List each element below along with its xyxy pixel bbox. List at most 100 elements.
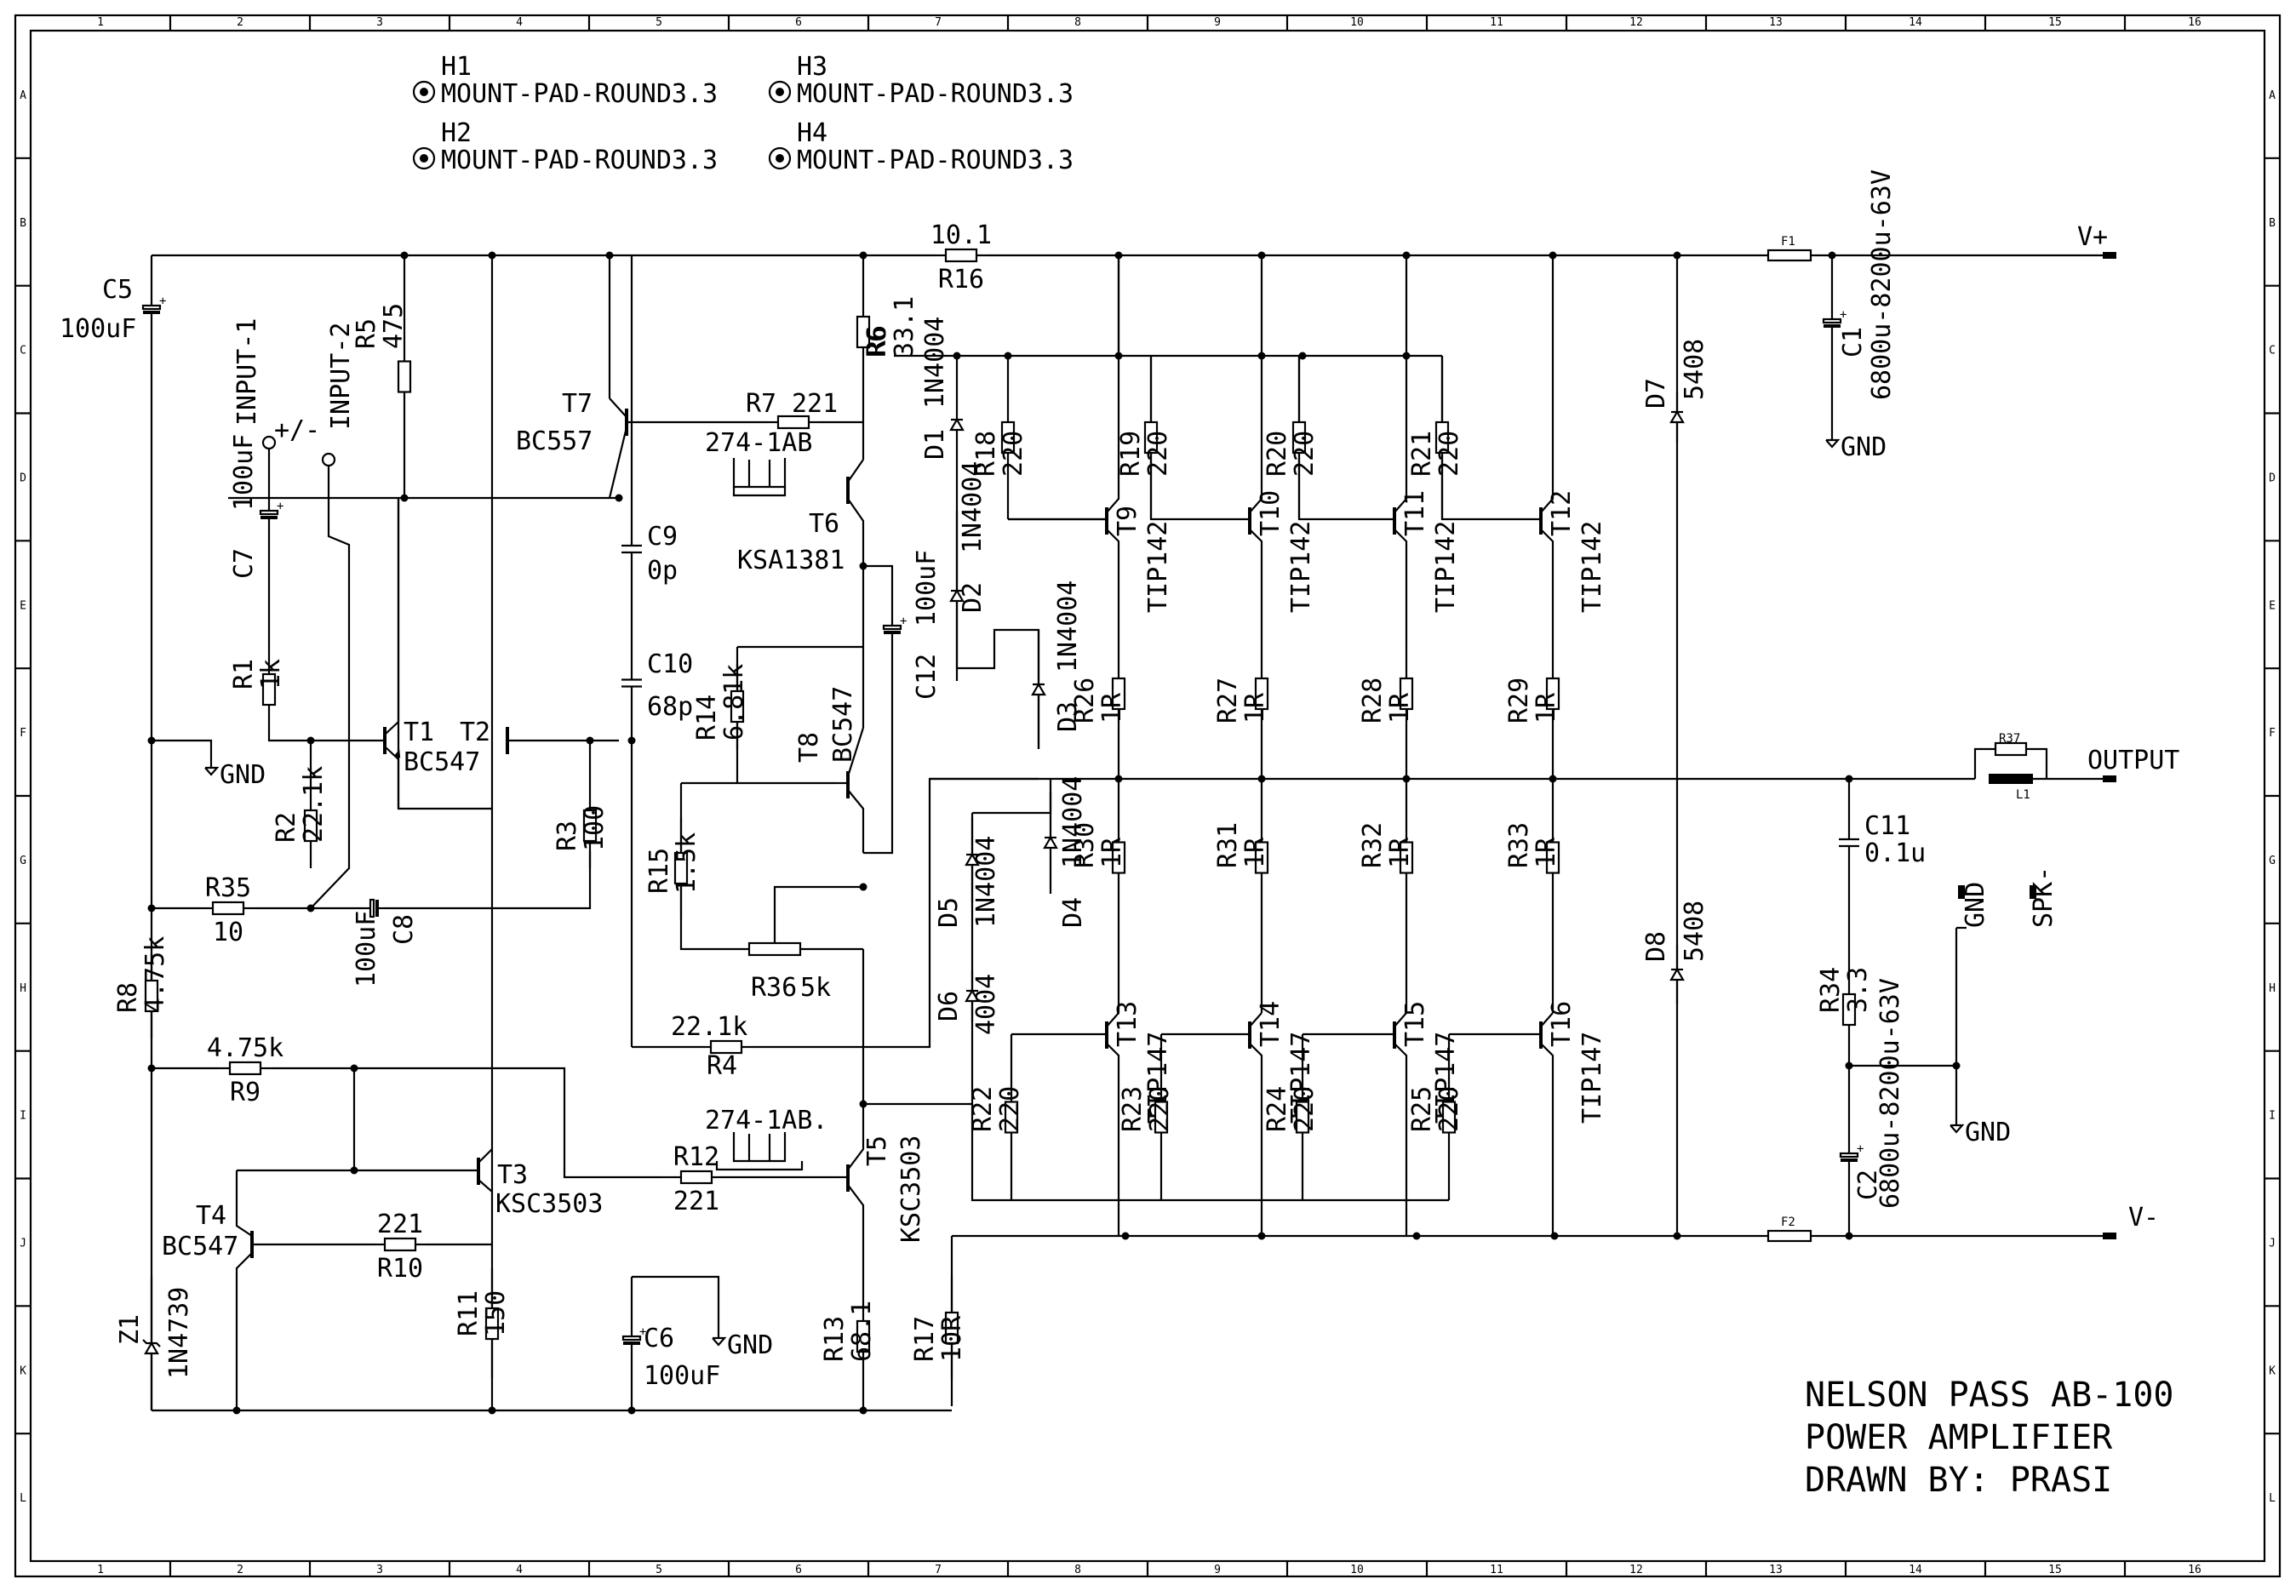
value-r5: 475	[379, 303, 409, 349]
heatsink-hs1: 274-1AB	[705, 428, 812, 497]
border-column-number: 7	[935, 1564, 942, 1576]
title-line-3: DRAWN BY: PRASI	[1805, 1461, 2112, 1500]
ref-d5: D5	[934, 897, 964, 928]
vminus-port: V-	[2103, 1203, 2159, 1239]
value-r20: 220	[1290, 431, 1320, 477]
border-column-number: 3	[376, 16, 383, 29]
ref-t4: T4	[196, 1201, 226, 1231]
resistor-r7	[768, 415, 819, 430]
value-d6: 4004	[971, 974, 1001, 1035]
border-row-letter: E	[2269, 599, 2276, 612]
diode-d2	[949, 511, 965, 681]
input-2-terminal: INPUT-2	[321, 323, 356, 467]
border-column-number: 13	[1769, 16, 1783, 29]
value-c10: 68p	[647, 692, 693, 722]
value-d5: 1N4004	[971, 836, 1001, 928]
value-r32: 1R	[1385, 837, 1415, 868]
value-t1: BC547	[404, 747, 480, 777]
border-row-letter: H	[2269, 982, 2276, 995]
ref-r34: R34	[1816, 967, 1846, 1013]
ref-r7: R7	[746, 389, 776, 419]
ref-r6: R6	[862, 325, 892, 356]
ref-t10: T10	[1256, 490, 1285, 536]
ref-d3: D3	[1053, 701, 1083, 732]
value-c9: 0p	[647, 556, 678, 586]
capacitor-c10	[621, 672, 642, 694]
value-r28: 1R	[1385, 692, 1415, 724]
ref-r20: R20	[1263, 431, 1292, 477]
border-column-number: 5	[656, 16, 662, 29]
ground-label: GND	[220, 760, 266, 790]
value-c1: 6800u-8200u-63V	[1867, 169, 1897, 400]
capacitor-c1: +	[1822, 306, 1847, 340]
value-d8: 5408	[1680, 901, 1709, 962]
border-row-letter: H	[20, 982, 26, 995]
value-c2: 6800u-8200u-63V	[1875, 978, 1905, 1209]
ref-r36: R36	[751, 973, 797, 1003]
value-r8: 4.75k	[140, 936, 170, 1013]
label-r10: R10	[377, 1254, 423, 1284]
vplus-port: V+	[2077, 222, 2116, 259]
plus-mark: +	[1857, 1142, 1864, 1156]
border-row-letter: F	[20, 727, 26, 740]
ref-r5: R5	[352, 318, 381, 349]
border-column-number: 16	[2188, 16, 2202, 29]
label-r9: R9	[230, 1078, 261, 1107]
border-row-letter: C	[2269, 345, 2276, 358]
ground-symbol: GND	[1950, 1115, 2011, 1147]
title-line-2: POWER AMPLIFIER	[1805, 1418, 2113, 1457]
mount-pad-ref: H2	[441, 118, 472, 148]
ref-r27: R27	[1213, 678, 1243, 724]
fuse-ref: F1	[1781, 235, 1795, 249]
mount-pad-ref: H3	[797, 52, 827, 82]
value-d7: 5408	[1680, 339, 1709, 400]
resistor-r37	[1992, 741, 2030, 757]
value-r6: 33.1	[890, 296, 919, 358]
border-column-number: 12	[1629, 1564, 1643, 1576]
ref-r13: R13	[820, 1316, 850, 1362]
ref-r3: R3	[553, 821, 582, 851]
ref-c12: C12	[912, 654, 942, 700]
ground-symbol: GND	[204, 758, 266, 790]
ref-r8: R8	[113, 982, 143, 1013]
border-row-letter: B	[20, 217, 26, 230]
value-c11: 0.1u	[1864, 838, 1926, 868]
label-r35: R35	[205, 873, 251, 903]
drawing-frame: 1122334455667788991010111112121313141415…	[14, 14, 2282, 1578]
value-t8: BC547	[828, 686, 858, 763]
ref-c10: C10	[647, 649, 693, 679]
ref-r28: R28	[1358, 678, 1388, 724]
border-column-number: 7	[935, 16, 942, 29]
border-column-number: 14	[1909, 16, 1922, 29]
ref-r2: R2	[272, 812, 301, 843]
mount-pad-ref: H1	[441, 52, 472, 82]
border-column-number: 16	[2188, 1564, 2202, 1576]
border-column-number: 14	[1909, 1564, 1922, 1576]
ref-c5: C5	[102, 275, 133, 305]
border-row-letter: J	[20, 1237, 26, 1250]
ref-r14: R14	[692, 695, 722, 741]
ref-t11: T11	[1400, 490, 1430, 536]
border-column-number: 11	[1490, 16, 1503, 29]
input-2-label: INPUT-2	[326, 323, 356, 430]
vplus-port-label: V+	[2077, 222, 2108, 252]
label-r9: 4.75k	[207, 1033, 283, 1063]
border-row-letter: L	[20, 1492, 26, 1505]
label-r35: 10	[213, 918, 243, 947]
heatsink-hs2: 274-1AB.	[705, 1106, 828, 1171]
ref-t15: T15	[1400, 1001, 1430, 1047]
ref-r15: R15	[644, 848, 674, 894]
value-r17: 10R	[937, 1315, 967, 1362]
ref-r37: R37	[1999, 732, 2020, 746]
